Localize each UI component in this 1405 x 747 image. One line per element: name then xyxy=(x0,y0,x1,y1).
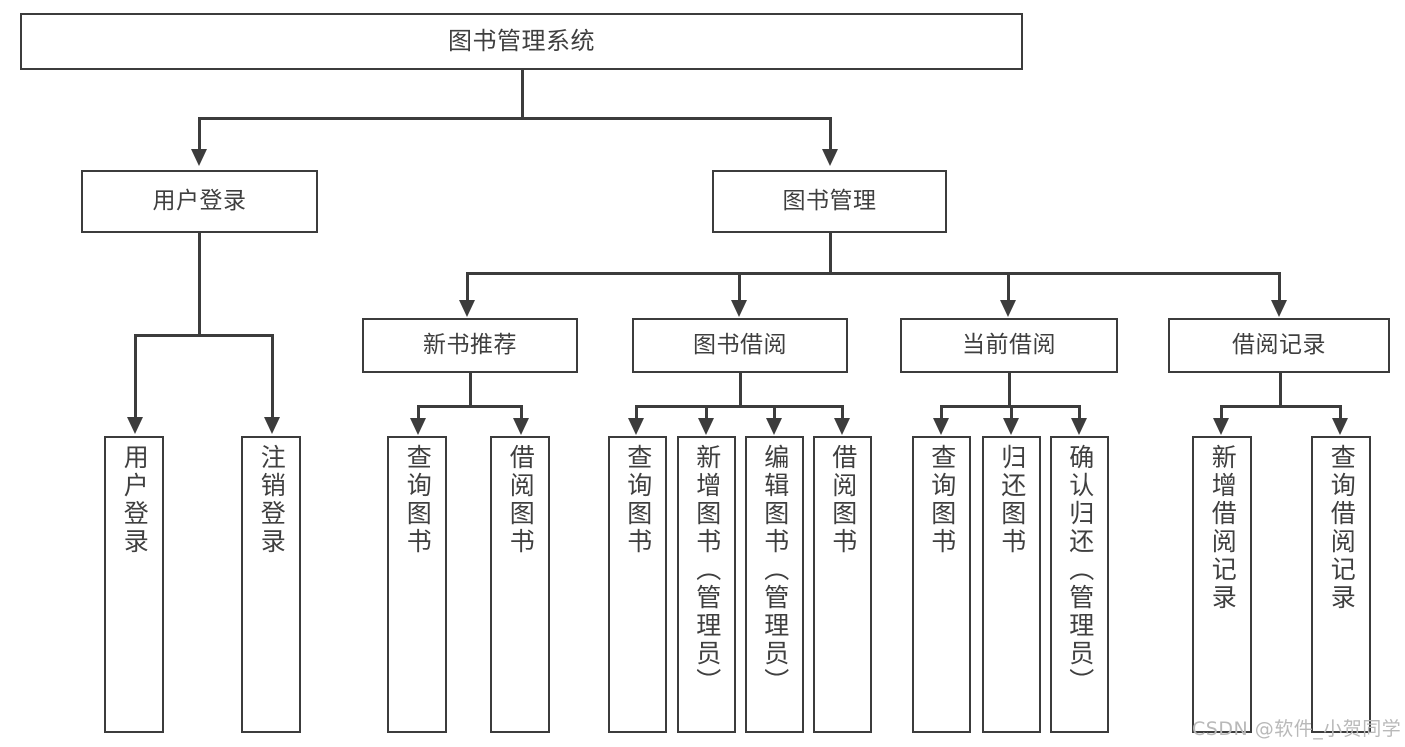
arrow-current-borrow xyxy=(1000,300,1016,317)
connector-drop-add-record xyxy=(1220,405,1223,420)
connector-drop-return-book xyxy=(1010,405,1013,420)
connector-drop-query-book-2 xyxy=(635,405,638,420)
connector-drop-leaf-user-logout xyxy=(271,334,274,419)
node-label: 查询借阅记录 xyxy=(1327,444,1357,612)
connector-borrow-record-bus xyxy=(1220,405,1341,408)
node-leaf-confirm-return[interactable]: 确认归还（管理员） xyxy=(1050,436,1109,733)
arrow-add-record xyxy=(1213,418,1229,435)
node-leaf-query-book-3[interactable]: 查询图书 xyxy=(912,436,971,733)
node-root-system[interactable]: 图书管理系统 xyxy=(20,13,1023,70)
connector-drop-borrow-record xyxy=(1278,272,1281,302)
node-leaf-edit-book[interactable]: 编辑图书（管理员） xyxy=(745,436,804,733)
connector-drop-book-borrow xyxy=(738,272,741,302)
connector-level2-bus xyxy=(466,272,1280,275)
node-leaf-add-record[interactable]: 新增借阅记录 xyxy=(1192,436,1252,733)
arrow-query-book-1 xyxy=(410,418,426,435)
node-book-borrow[interactable]: 图书借阅 xyxy=(632,318,848,373)
node-new-book-recommend[interactable]: 新书推荐 xyxy=(362,318,578,373)
connector-current-borrow-bus xyxy=(940,405,1079,408)
node-leaf-borrow-book-1[interactable]: 借阅图书 xyxy=(490,436,550,733)
node-label: 查询图书 xyxy=(927,444,957,556)
connector-drop-new-book-recommend xyxy=(466,272,469,302)
connector-book-borrow-bus xyxy=(635,405,843,408)
arrow-edit-book xyxy=(766,418,782,435)
arrow-borrow-book-2 xyxy=(834,418,850,435)
node-label: 确认归还（管理员） xyxy=(1065,444,1095,696)
node-current-borrow[interactable]: 当前借阅 xyxy=(900,318,1118,373)
connector-root-stem xyxy=(521,70,524,118)
connector-drop-query-book-1 xyxy=(417,405,420,420)
node-user-login[interactable]: 用户登录 xyxy=(81,170,318,233)
arrow-borrow-book-1 xyxy=(513,418,529,435)
arrow-book-borrow xyxy=(731,300,747,317)
connector-new-book-recommend-bus xyxy=(417,405,522,408)
node-label: 查询图书 xyxy=(403,444,433,556)
connector-drop-leaf-user-login xyxy=(134,334,137,419)
node-label: 新书推荐 xyxy=(423,331,517,358)
connector-user-login-bus xyxy=(134,334,273,337)
node-leaf-user-logout[interactable]: 注销登录 xyxy=(241,436,301,733)
connector-borrow-record-stem xyxy=(1279,373,1282,407)
connector-drop-borrow-book-1 xyxy=(520,405,523,420)
arrow-add-book xyxy=(698,418,714,435)
node-label: 借阅记录 xyxy=(1232,331,1326,358)
arrow-return-book xyxy=(1003,418,1019,435)
node-leaf-query-book-1[interactable]: 查询图书 xyxy=(387,436,447,733)
arrow-query-book-3 xyxy=(933,418,949,435)
node-label: 用户登录 xyxy=(120,444,150,556)
node-label: 借阅图书 xyxy=(506,444,536,556)
arrow-leaf-user-login xyxy=(127,417,143,434)
arrow-leaf-user-logout xyxy=(264,417,280,434)
node-book-manage[interactable]: 图书管理 xyxy=(712,170,947,233)
node-label: 查询图书 xyxy=(623,444,653,556)
connector-book-manage-stem xyxy=(829,233,832,274)
node-label: 编辑图书（管理员） xyxy=(760,444,790,696)
arrow-new-book-recommend xyxy=(459,300,475,317)
node-label: 图书管理 xyxy=(782,187,877,214)
node-label: 新增图书（管理员） xyxy=(692,444,722,696)
node-label: 新增借阅记录 xyxy=(1208,444,1238,612)
node-leaf-return-book[interactable]: 归还图书 xyxy=(982,436,1041,733)
connector-drop-edit-book xyxy=(773,405,776,420)
connector-drop-book-manage xyxy=(829,117,832,151)
connector-drop-add-book xyxy=(705,405,708,420)
node-leaf-query-book-2[interactable]: 查询图书 xyxy=(608,436,667,733)
node-leaf-borrow-book-2[interactable]: 借阅图书 xyxy=(813,436,872,733)
node-leaf-query-record[interactable]: 查询借阅记录 xyxy=(1311,436,1371,733)
arrow-book-manage xyxy=(822,149,838,166)
connector-drop-current-borrow xyxy=(1007,272,1010,302)
connector-level1-bus xyxy=(198,117,832,120)
node-leaf-user-login[interactable]: 用户登录 xyxy=(104,436,164,733)
node-label: 借阅图书 xyxy=(828,444,858,556)
connector-drop-user-login xyxy=(198,117,201,151)
arrow-confirm-return xyxy=(1071,418,1087,435)
node-label: 图书管理系统 xyxy=(448,27,595,56)
node-leaf-add-book[interactable]: 新增图书（管理员） xyxy=(677,436,736,733)
node-label: 当前借阅 xyxy=(962,331,1056,358)
connector-drop-borrow-book-2 xyxy=(841,405,844,420)
arrow-query-record xyxy=(1332,418,1348,435)
connector-new-book-recommend-stem xyxy=(469,373,472,407)
connector-drop-query-record xyxy=(1339,405,1342,420)
connector-drop-query-book-3 xyxy=(940,405,943,420)
node-label: 注销登录 xyxy=(257,444,287,556)
arrow-borrow-record xyxy=(1271,300,1287,317)
arrow-user-login xyxy=(191,149,207,166)
node-label: 归还图书 xyxy=(997,444,1027,556)
arrow-query-book-2 xyxy=(628,418,644,435)
node-label: 用户登录 xyxy=(152,187,247,214)
connector-current-borrow-stem xyxy=(1008,373,1011,407)
connector-drop-confirm-return xyxy=(1078,405,1081,420)
node-borrow-record[interactable]: 借阅记录 xyxy=(1168,318,1390,373)
connector-user-login-stem xyxy=(198,233,201,336)
connector-book-borrow-stem xyxy=(739,373,742,407)
node-label: 图书借阅 xyxy=(693,331,787,358)
